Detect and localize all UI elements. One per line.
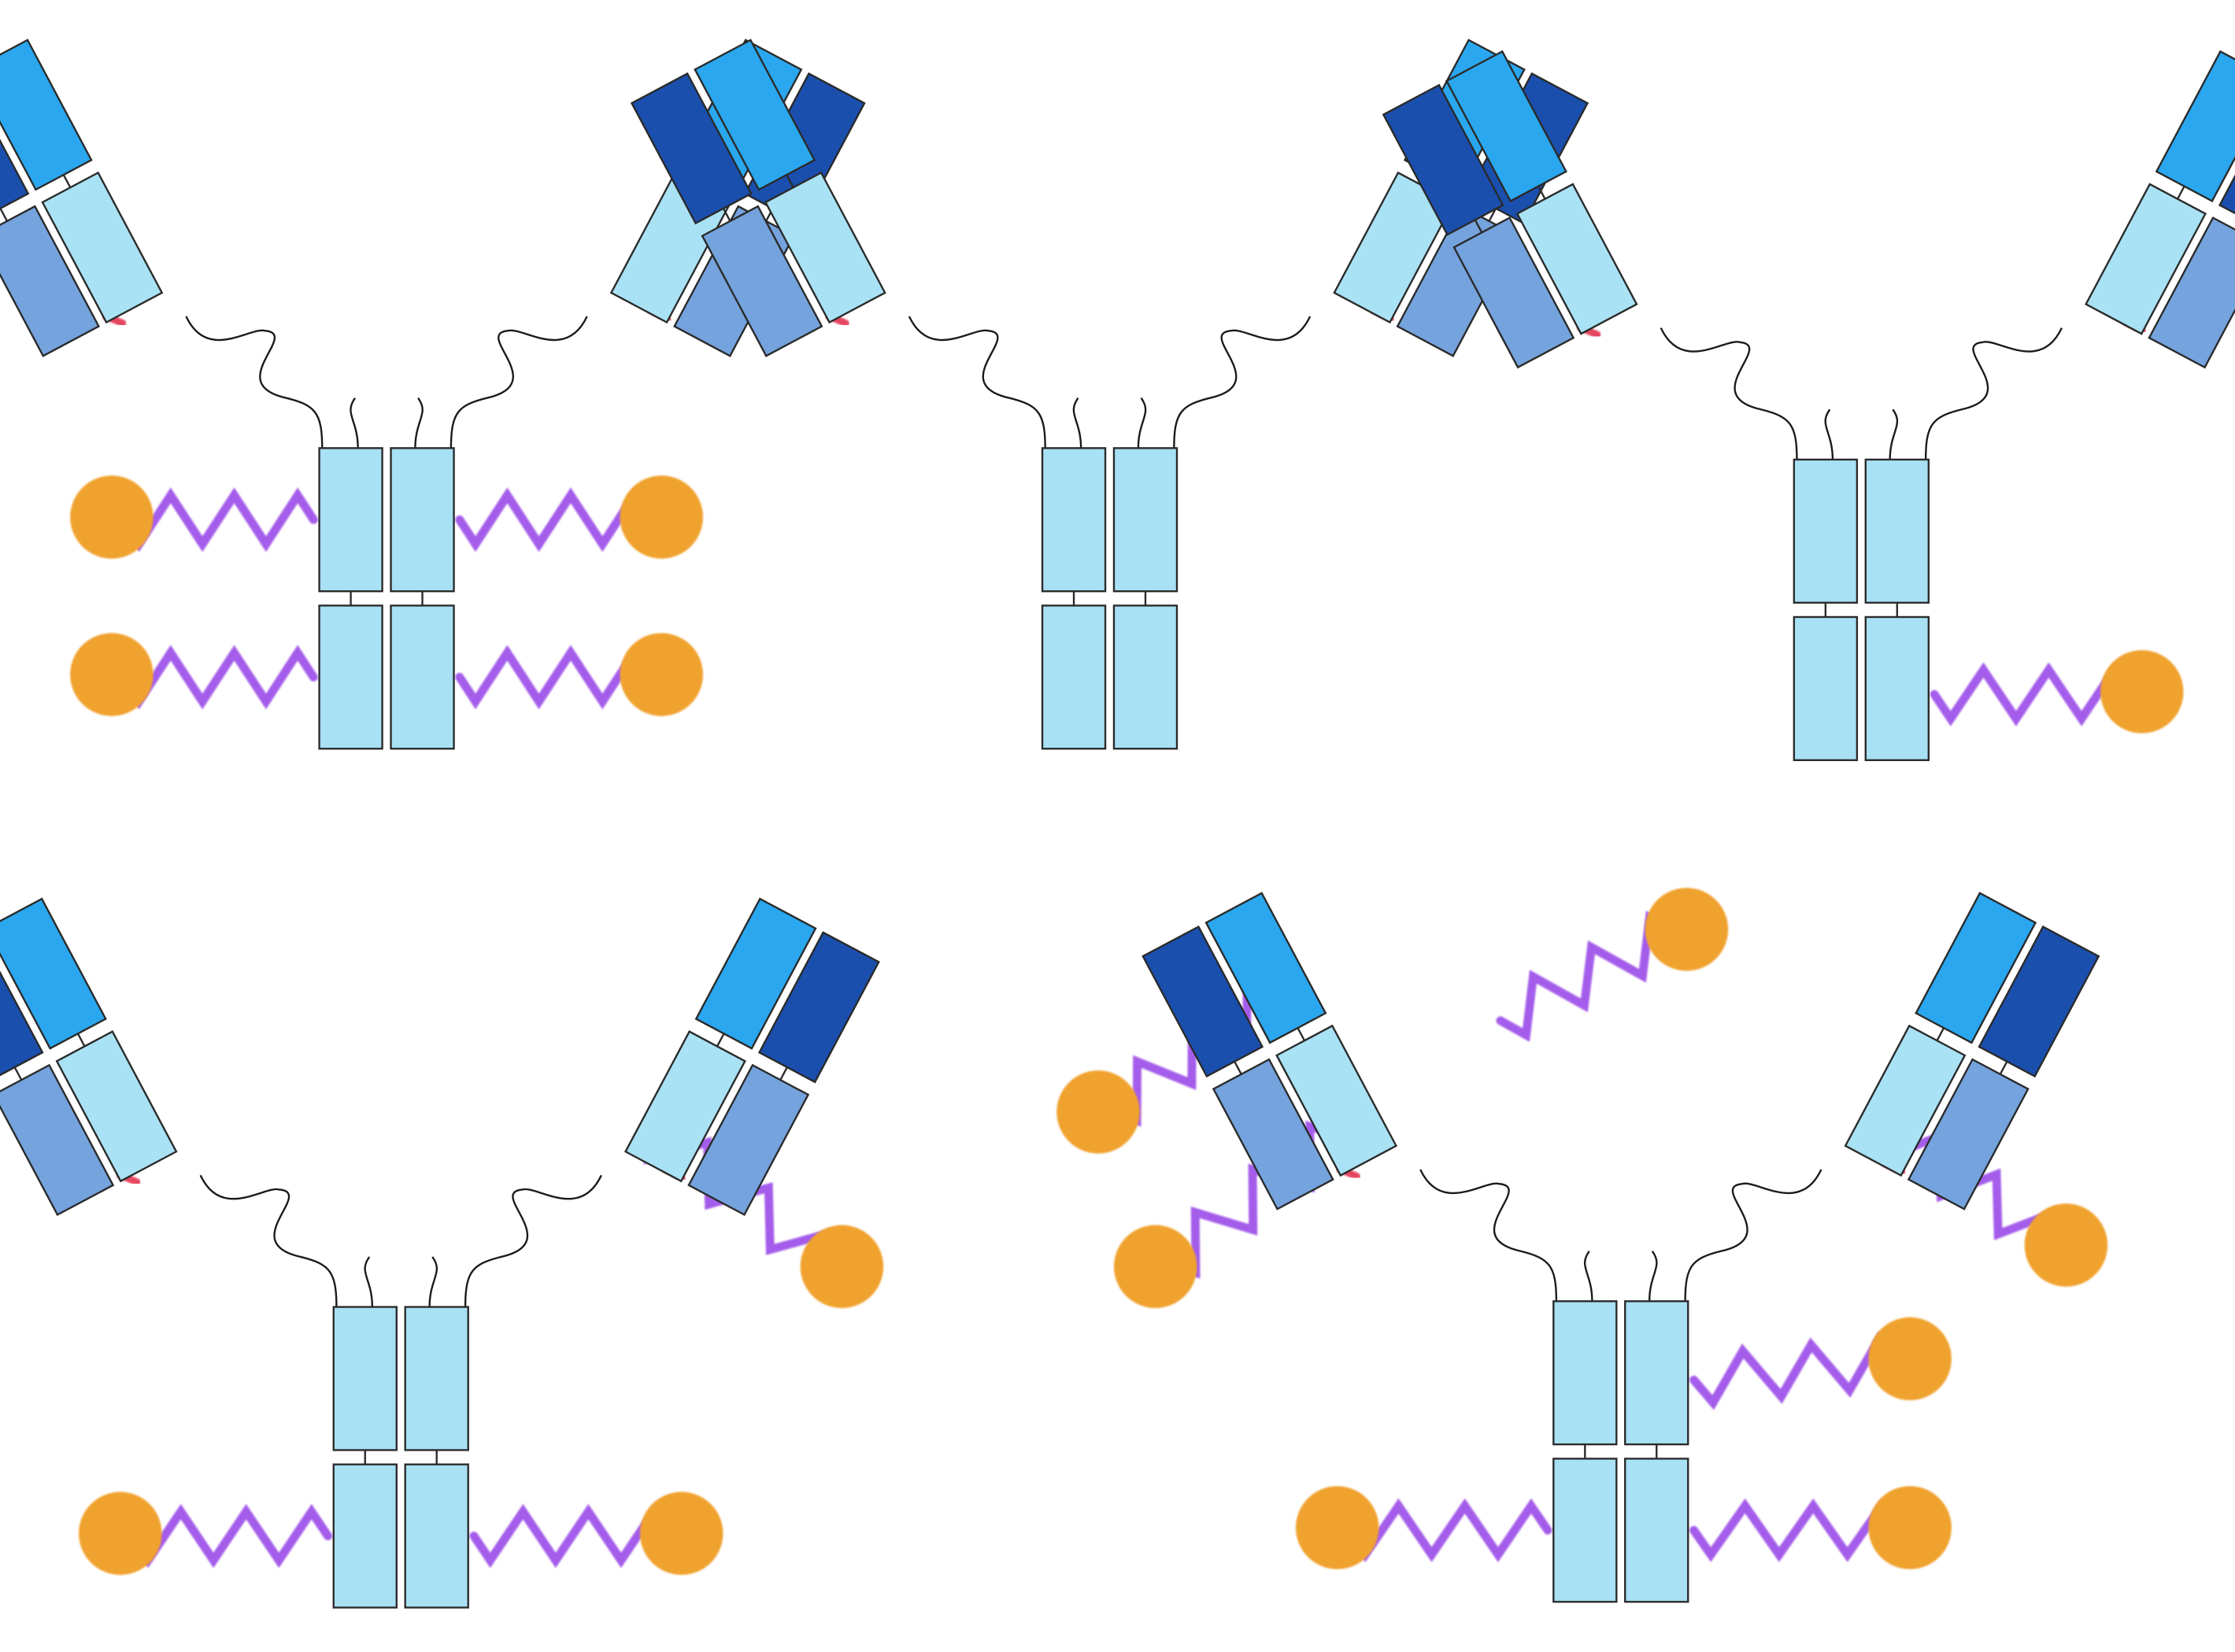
ab1-drug-4-payload xyxy=(620,633,703,716)
ab1-hinge-right-outer xyxy=(450,316,588,449)
ab5-fc-left-ch2-domain xyxy=(1552,1300,1618,1446)
ab5-drug-5-payload xyxy=(1113,1225,1197,1309)
ab5-drug-7-payload xyxy=(1645,888,1729,971)
ab2-fc-right-ch3-domain xyxy=(1112,604,1179,750)
ab2-hinge-right-outer xyxy=(1173,316,1312,449)
ab2-hinge-left-outer xyxy=(908,316,1046,449)
ab4-fc-left-ch3-domain xyxy=(332,1463,398,1609)
ab4-hinge-right-outer xyxy=(464,1174,602,1307)
ab5-hinge-right-outer xyxy=(1684,1169,1822,1302)
ab3-left-arm-tick-inner xyxy=(1537,186,1546,200)
ab1-fc-right-ch3-domain xyxy=(390,604,455,750)
ab4-right-arm-tick-inner xyxy=(716,1033,725,1047)
ab3-right-arm-vl-domain xyxy=(2148,216,2235,369)
ab4-right-arm-tick-outer xyxy=(779,1066,788,1081)
ab1-drug-1-payload xyxy=(70,475,154,559)
ab5-fc-right-ch2-domain xyxy=(1624,1300,1689,1446)
ab3-hinge-right-outer xyxy=(1924,327,2063,460)
ab3-left-arm-tick-outer xyxy=(1474,219,1483,234)
ab2-left-arm-vl-domain xyxy=(701,205,823,357)
ab5-drug-2-payload xyxy=(1868,1486,1952,1569)
ab4-fc-left-ch2-domain xyxy=(332,1306,398,1451)
ab4-fc-right-ch2-domain xyxy=(404,1306,469,1451)
ab5-drug-3-linker xyxy=(1689,1331,1904,1410)
ab1-fc-left-ch3-domain xyxy=(318,604,383,750)
ab1-fc-right-ch2-domain xyxy=(390,447,455,593)
ab5-left-arm-tick-outer xyxy=(1234,1061,1242,1075)
ab5-drug-6-payload xyxy=(1056,1070,1140,1154)
ab1-drug-3-payload xyxy=(70,633,154,716)
ab1-left-arm-tick-inner xyxy=(62,174,72,188)
ab5-fc-left-ch3-domain xyxy=(1552,1458,1618,1603)
ab1-hinge-right-inner xyxy=(414,397,424,449)
ab4-hinge-left-inner xyxy=(364,1256,374,1307)
ab1-left-arm-tick-outer xyxy=(0,208,9,222)
ab5-left-arm-tick-inner xyxy=(1297,1027,1306,1041)
ab5-right-arm-tick-outer xyxy=(1999,1061,2008,1075)
ab3-right-arm-cl-domain xyxy=(2085,183,2207,335)
ab5-hinge-left-inner xyxy=(1584,1250,1593,1302)
ab4-drug-1-payload xyxy=(79,1491,162,1576)
ab2-left-arm-tick-outer xyxy=(722,208,731,222)
ab2-right-arm-tick-outer xyxy=(1488,208,1497,222)
ab1-drug-2-payload xyxy=(620,475,703,559)
ab3-hinge-left-inner xyxy=(1824,408,1834,460)
ab2-hinge-left-inner xyxy=(1072,397,1082,449)
ab3-hinge-right-inner xyxy=(1889,408,1899,460)
ab2-fc-left-ch3-domain xyxy=(1041,604,1107,750)
ab3-fc-left-ch3-domain xyxy=(1793,615,1859,762)
ab5-right-arm-tick-inner xyxy=(1936,1027,1945,1041)
ab3-hinge-left-outer xyxy=(1660,327,1798,460)
ab1-hinge-left-inner xyxy=(350,397,359,449)
ab2-hinge-right-inner xyxy=(1137,397,1147,449)
ab5-fc-right-ch3-domain xyxy=(1624,1458,1689,1603)
ab3-left-arm-cl-domain xyxy=(1515,183,1638,335)
ab1-left-arm-ch1-domain xyxy=(0,39,93,191)
ab2-left-arm-tick-inner xyxy=(786,174,794,188)
ab3-right-arm-tick-inner xyxy=(2177,186,2185,200)
ab4-hinge-right-inner xyxy=(428,1256,438,1307)
ab4-drug-3-payload xyxy=(800,1225,884,1309)
ab5-drug-3-payload xyxy=(1868,1317,1952,1401)
ab4-left-arm-tick-outer xyxy=(13,1066,23,1081)
ab4-fc-right-ch3-domain xyxy=(404,1463,469,1609)
ab3-drug-1-payload xyxy=(2100,650,2184,734)
ab2-fc-left-ch2-domain xyxy=(1041,447,1107,593)
ab3-left-arm-vl-domain xyxy=(1452,216,1575,369)
ab2-fc-right-ch2-domain xyxy=(1112,447,1179,593)
ab1-left-arm-vl-domain xyxy=(0,205,101,357)
ab5-hinge-left-outer xyxy=(1419,1169,1558,1302)
ab3-fc-right-ch3-domain xyxy=(1864,615,1930,762)
ab4-drug-2-payload xyxy=(639,1491,723,1576)
ab5-drug-2-linker xyxy=(1689,1498,1904,1562)
ab3-fc-left-ch2-domain xyxy=(1793,458,1859,604)
ab4-left-arm-tick-inner xyxy=(76,1033,86,1047)
ab5-drug-4-payload xyxy=(2024,1203,2108,1287)
ab3-right-arm-ch1-domain xyxy=(2155,50,2235,203)
ab5-drug-1-payload xyxy=(1295,1486,1379,1569)
ab4-hinge-left-outer xyxy=(199,1174,338,1307)
ab2-left-arm-ch1-domain xyxy=(694,39,816,191)
ab5-hinge-right-inner xyxy=(1648,1250,1658,1302)
ab1-fc-left-ch2-domain xyxy=(318,447,383,593)
ab1-hinge-left-outer xyxy=(185,316,324,449)
ab3-fc-right-ch2-domain xyxy=(1864,458,1930,604)
